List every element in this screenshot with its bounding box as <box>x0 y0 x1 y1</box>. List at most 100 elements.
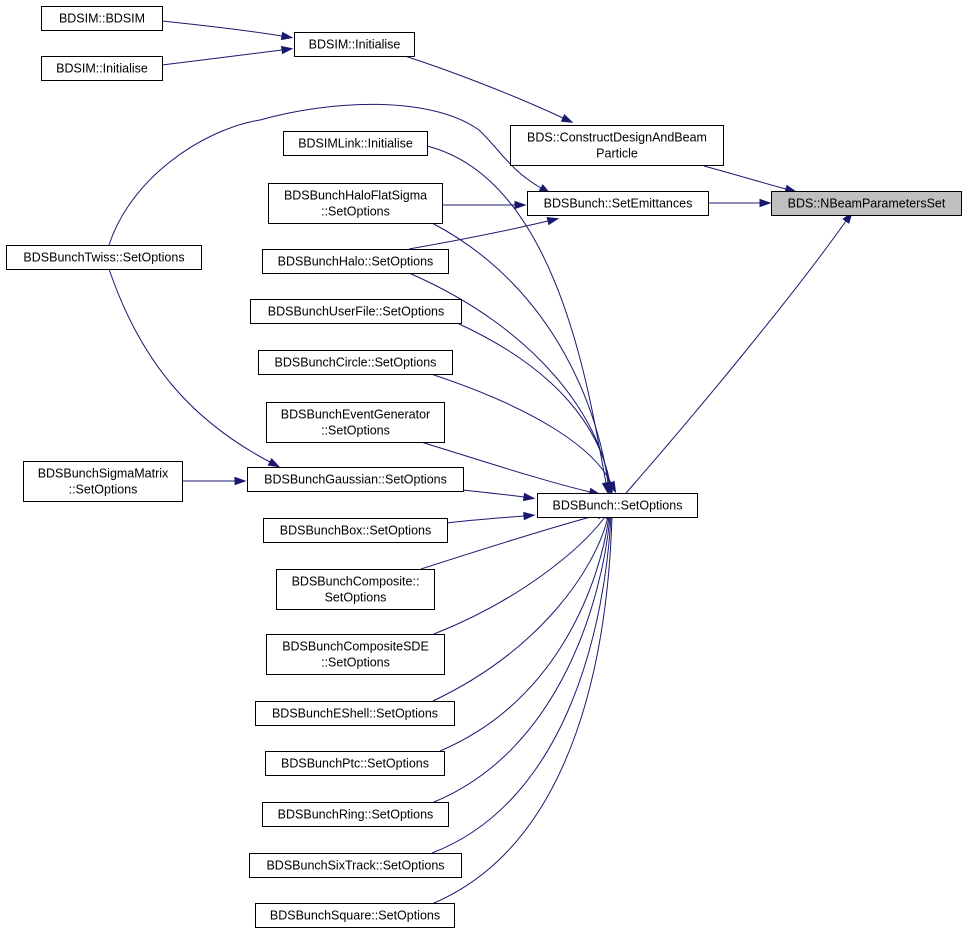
edge-line <box>703 165 787 190</box>
edge-line <box>446 515 525 524</box>
edge-userfile-to-setoptions <box>456 322 615 495</box>
node-box[interactable] <box>247 467 464 492</box>
node-bdsim1[interactable]: BDSIM::BDSIM <box>41 6 163 31</box>
arrowhead-icon <box>523 511 536 521</box>
edge-init-to-construct <box>404 55 574 123</box>
node-box[interactable] <box>6 245 202 270</box>
edge-line <box>462 489 525 498</box>
node-box[interactable] <box>258 350 453 375</box>
arrowhead-icon <box>514 200 527 210</box>
edge-line <box>108 268 271 463</box>
node-circle[interactable]: BDSBunchCircle::SetOptions <box>258 350 453 375</box>
edge-line <box>161 49 283 66</box>
node-halo[interactable]: BDSBunchHalo::SetOptions <box>262 249 449 274</box>
node-label: BDSBunchTwiss::SetOptions <box>23 251 184 265</box>
arrowhead-icon <box>234 476 247 486</box>
edge-line <box>625 220 847 494</box>
node-label: BDSBunchCompositeSDE <box>282 640 429 654</box>
node-ptc[interactable]: BDSBunchPtc::SetOptions <box>265 751 445 776</box>
node-sigmamatrix[interactable]: BDSBunchSigmaMatrix::SetOptions <box>23 461 183 502</box>
edge-line <box>433 516 611 803</box>
edge-line <box>430 373 612 484</box>
edge-line <box>439 516 610 752</box>
node-compositesde[interactable]: BDSBunchCompositeSDE::SetOptions <box>266 634 445 675</box>
node-label: BDSBunchComposite:: <box>292 575 420 589</box>
node-link[interactable]: BDSIMLink::Initialise <box>283 131 428 156</box>
node-box[interactable] <box>537 493 698 518</box>
node-label: ::SetOptions <box>321 656 390 670</box>
node-box[interactable] <box>262 249 449 274</box>
node-box[interactable] <box>41 56 163 81</box>
node-haloflat[interactable]: BDSBunchHaloFlatSigma::SetOptions <box>268 183 443 224</box>
edge-line <box>433 516 613 904</box>
node-init[interactable]: BDSIM::Initialise <box>294 32 415 57</box>
node-bdsim2[interactable]: BDSIM::Initialise <box>41 56 163 81</box>
edges-layer <box>108 20 853 904</box>
arrowhead-icon <box>607 480 617 494</box>
node-box[interactable] <box>294 32 415 57</box>
node-box[interactable] <box>250 299 462 324</box>
node-box[interactable] <box>23 461 183 502</box>
node-ring[interactable]: BDSBunchRing::SetOptions <box>262 802 449 827</box>
node-box[interactable] <box>771 191 962 216</box>
node-eventgen[interactable]: BDSBunchEventGenerator::SetOptions <box>266 402 445 443</box>
node-label: ::SetOptions <box>69 483 138 497</box>
node-box[interactable]: BDSBunchBox::SetOptions <box>263 518 448 543</box>
node-box[interactable] <box>510 125 724 166</box>
node-box[interactable] <box>266 634 445 675</box>
node-square[interactable]: BDSBunchSquare::SetOptions <box>255 903 455 928</box>
node-box[interactable] <box>255 701 455 726</box>
node-setoptions[interactable]: BDSBunch::SetOptions <box>537 493 698 518</box>
node-label: BDSBunchEShell::SetOptions <box>272 707 438 721</box>
edge-circle-to-setoptions <box>430 373 617 494</box>
node-label: ::SetOptions <box>321 424 390 438</box>
edge-gaussian-to-setoptions <box>462 489 536 502</box>
edge-twiss-to-gaussian <box>108 268 281 468</box>
edge-line <box>161 20 283 37</box>
node-eshell[interactable]: BDSBunchEShell::SetOptions <box>255 701 455 726</box>
arrowhead-icon <box>267 458 281 468</box>
node-label: BDSBunchPtc::SetOptions <box>281 757 429 771</box>
node-label: BDSIM::BDSIM <box>59 12 145 26</box>
edge-sixtrack-to-setoptions <box>431 505 616 854</box>
node-twiss[interactable]: BDSBunchTwiss::SetOptions <box>6 245 202 270</box>
node-box[interactable] <box>276 569 435 610</box>
node-box[interactable] <box>255 903 455 928</box>
node-userfile[interactable]: BDSBunchUserFile::SetOptions <box>250 299 462 324</box>
edge-construct-to-target <box>703 165 798 193</box>
node-box[interactable] <box>527 191 709 216</box>
edge-line <box>432 516 609 702</box>
edge-line <box>404 55 564 119</box>
edge-ptc-to-setoptions <box>439 505 614 752</box>
node-label: BDSBunchHaloFlatSigma <box>284 189 427 203</box>
edge-line <box>456 322 611 484</box>
edge-halo-to-emittances <box>408 217 560 250</box>
node-box[interactable] <box>266 402 445 443</box>
edge-line <box>408 220 549 250</box>
node-label: BDSBunchSixTrack::SetOptions <box>266 859 444 873</box>
node-label: BDS::ConstructDesignAndBeam <box>527 131 707 145</box>
arrowhead-icon <box>280 31 294 41</box>
node-target[interactable]: BDS::NBeamParametersSet <box>771 191 962 216</box>
node-emittances[interactable]: BDSBunch::SetEmittances <box>527 191 709 216</box>
node-gaussian[interactable]: BDSBunchGaussian::SetOptions <box>247 467 464 492</box>
node-label: SetOptions <box>325 591 387 605</box>
edge-ring-to-setoptions <box>433 505 615 803</box>
node-box[interactable] <box>268 183 443 224</box>
node-box[interactable] <box>263 518 448 543</box>
node-box[interactable] <box>283 131 428 156</box>
node-box[interactable] <box>41 6 163 31</box>
node-label: BDSIM::Initialise <box>56 62 148 76</box>
node-box[interactable] <box>265 751 445 776</box>
edge-setoptions-to-target <box>625 211 853 494</box>
node-box[interactable] <box>262 802 449 827</box>
node-sixtrack[interactable]: BDSBunchSixTrack::SetOptions <box>249 853 462 878</box>
node-composite[interactable]: BDSBunchComposite::SetOptions <box>276 569 435 610</box>
edge-eshell-to-setoptions <box>432 505 612 702</box>
node-label: BDSBunchSquare::SetOptions <box>270 909 440 923</box>
node-label: ::SetOptions <box>321 205 390 219</box>
node-box[interactable] <box>249 853 462 878</box>
node-label: BDSIMLink::Initialise <box>298 137 413 151</box>
